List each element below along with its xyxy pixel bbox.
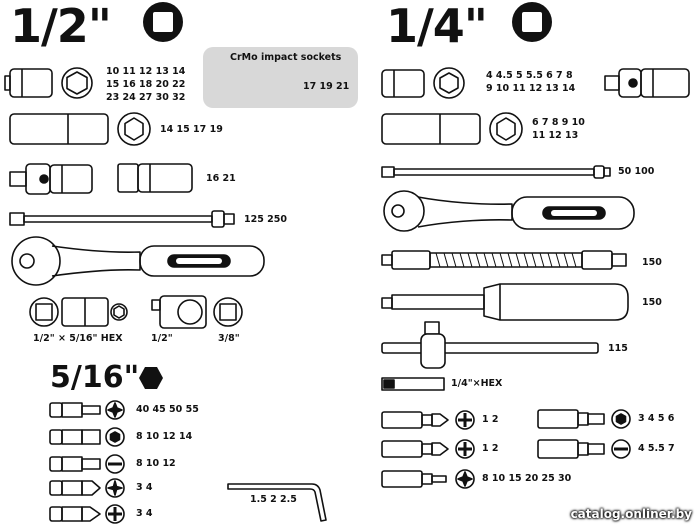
half-socket-short — [4, 67, 93, 99]
heading-five-sixteenths: 5/16" — [50, 360, 140, 395]
phillips-bit-sizes: 3 4 — [136, 508, 153, 519]
bit-driver — [381, 283, 629, 321]
heading-half-inch: 1/2" — [10, 0, 112, 53]
quarter-extension-sizes: 50 100 — [618, 166, 655, 177]
impact-sockets-panel — [203, 47, 358, 108]
socket-side-view — [117, 163, 193, 193]
adapter-half-label: 1/2" — [151, 333, 173, 344]
socket-sizes-row: 15 16 18 20 22 — [106, 79, 186, 90]
square-drive-icon — [143, 2, 183, 42]
hex-key — [227, 483, 327, 522]
quarter-socket-sizes-row: 4 4.5 5 5.5 6 7 8 — [486, 70, 573, 81]
bit-holder-sizes: 4 5.5 7 — [638, 443, 675, 454]
flex-extension-size: 150 — [642, 257, 662, 268]
quarter-socket-sizes-row: 9 10 11 12 13 14 — [486, 83, 576, 94]
bit-holder-sizes: 8 10 15 20 25 30 — [482, 473, 572, 484]
quarter-socket-deep — [381, 112, 523, 146]
socket-sizes-row: 10 11 12 13 14 — [106, 66, 186, 77]
pozi-bit-sizes: 3 4 — [136, 482, 153, 493]
hex-adapter-label: 1/4"×HEX — [451, 378, 503, 389]
t-bar-size: 115 — [608, 343, 628, 354]
quarter-extension — [381, 165, 611, 179]
quarter-ujoint — [604, 68, 690, 98]
slot-bit-sizes: 8 10 12 — [136, 458, 176, 469]
bit-driver-size: 150 — [642, 297, 662, 308]
socket-sizes-row: 23 24 27 30 32 — [106, 92, 186, 103]
flex-extension — [381, 250, 627, 270]
adapter-38-label: 3/8" — [218, 333, 240, 344]
t-bar — [381, 321, 599, 369]
bit-holders — [381, 409, 631, 489]
bit-holder-sizes: 1 2 — [482, 414, 499, 425]
half-socket-deep — [9, 112, 151, 146]
adapters-half — [29, 295, 243, 329]
hex-bit-sizes: 8 10 12 14 — [136, 431, 193, 442]
hex-adapter-quarter — [381, 377, 445, 391]
universal-joint — [9, 163, 93, 195]
heading-quarter-inch: 1/4" — [386, 0, 488, 53]
hex-key-sizes: 1.5 2 2.5 — [250, 494, 297, 505]
impact-sockets-title: CrMo impact sockets — [230, 52, 342, 63]
adapter-hex-label: 1/2" × 5/16" HEX — [33, 333, 123, 344]
ratchet-wrench — [11, 236, 265, 286]
torx-bit-sizes: 40 45 50 55 — [136, 404, 199, 415]
extension-bar — [9, 210, 235, 228]
impact-socket-sizes: 17 19 21 — [303, 81, 350, 92]
square-drive-icon — [512, 2, 552, 42]
watermark: catalog.onliner.by — [570, 507, 692, 521]
quarter-deep-sizes-row: 6 7 8 9 10 — [532, 117, 585, 128]
bit-holder-sizes: 3 4 5 6 — [638, 413, 675, 424]
quarter-ratchet — [383, 190, 635, 232]
bit-holder-sizes: 1 2 — [482, 443, 499, 454]
hex-drive-icon — [139, 367, 163, 389]
bit-set — [49, 400, 125, 524]
extension-sizes: 125 250 — [244, 214, 287, 225]
quarter-deep-sizes-row: 11 12 13 — [532, 130, 579, 141]
deep-socket-sizes: 14 15 17 19 — [160, 124, 223, 135]
quarter-socket-short — [381, 67, 465, 99]
ujoint-sizes: 16 21 — [206, 173, 236, 184]
